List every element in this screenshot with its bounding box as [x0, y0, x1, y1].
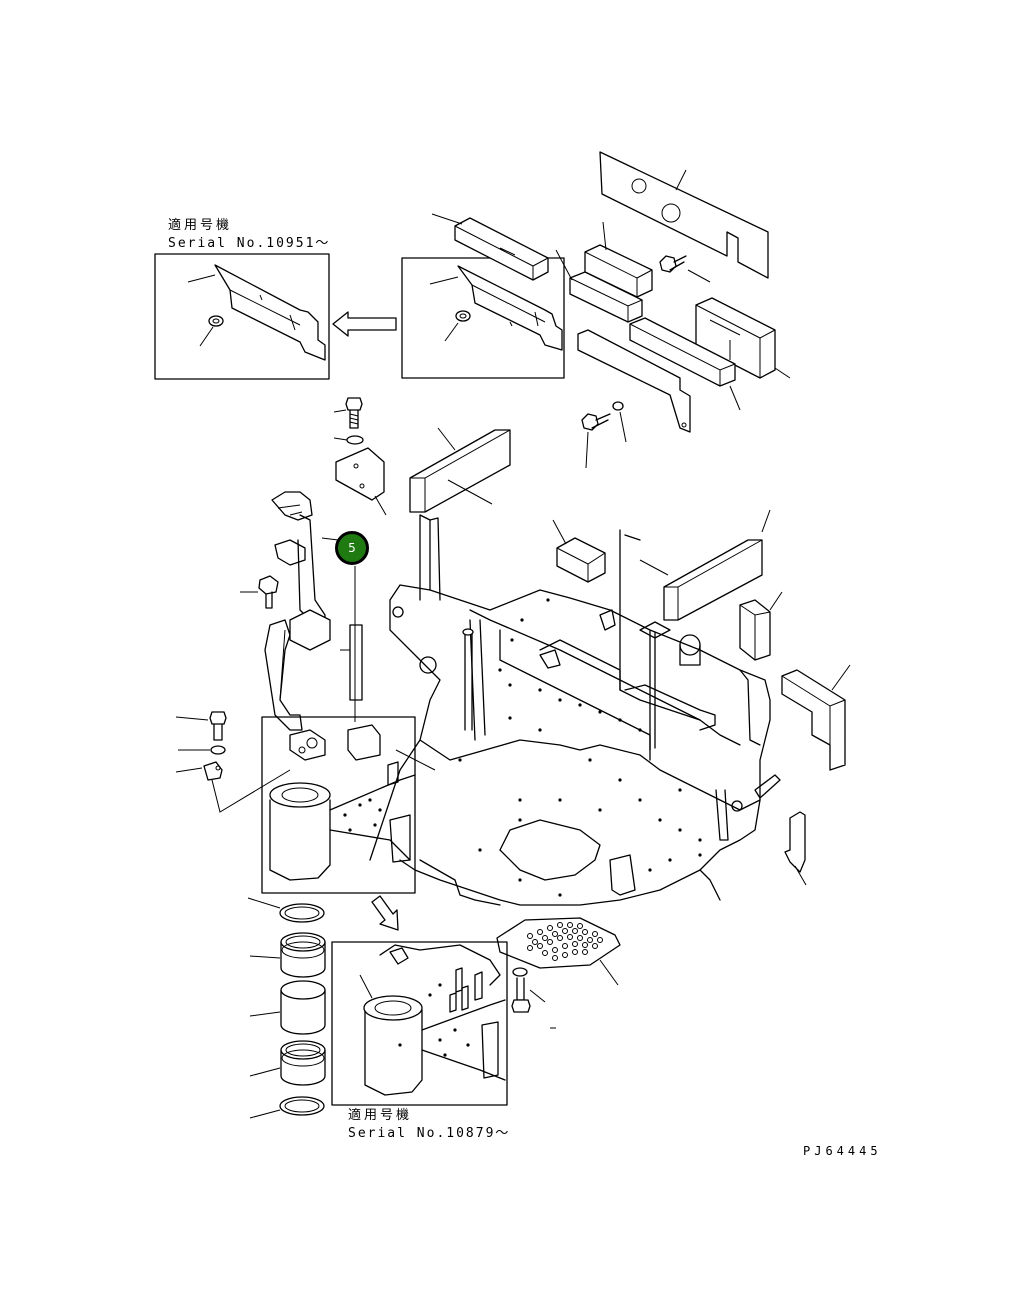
seal-ring-top — [247, 897, 325, 923]
inset-frame-bottom — [331, 941, 508, 1106]
foam-block-1 — [431, 213, 549, 281]
foam-block-left — [409, 427, 511, 513]
foam-strip-3 — [555, 249, 643, 323]
inset-top-serial: Serial No.10951～ — [168, 236, 331, 251]
bushing-top — [249, 932, 326, 978]
block-center — [552, 519, 606, 583]
pad-strip-bottom-right — [784, 811, 807, 886]
foam-block-right — [639, 509, 771, 621]
bolt-washer-clip-group — [175, 711, 291, 813]
bushing-bottom — [249, 1040, 326, 1086]
part-callout-5[interactable]: 5 — [335, 531, 369, 565]
arrow-down-right-icon — [371, 895, 399, 931]
foam-strip-5 — [629, 317, 741, 411]
bolt-mid — [581, 401, 627, 469]
bolt-mesh — [511, 967, 556, 1029]
bolt-left — [240, 575, 279, 609]
inset-frame-top-center — [401, 257, 565, 379]
inset-frame-top-left — [154, 253, 330, 380]
bolt-vertical — [333, 397, 364, 445]
mesh-cover — [496, 917, 621, 986]
inset-bottom-serial: Serial No.10879～ — [348, 1126, 511, 1141]
pipe-bracket — [264, 619, 303, 731]
pad-right-large — [781, 664, 851, 771]
revolving-frame — [369, 514, 771, 906]
bracket-strip — [577, 329, 691, 433]
drawing-code: PJ64445 — [803, 1144, 882, 1158]
hose-bracket — [289, 609, 331, 651]
bolt-upper — [659, 255, 711, 283]
mounting-plate — [335, 447, 387, 516]
rear-pillar-rods — [340, 624, 474, 731]
callout-number: 5 — [348, 541, 356, 555]
pad-right-small — [739, 591, 783, 661]
inset-frame-swing-bracket — [261, 716, 436, 894]
arrow-left-icon — [332, 311, 397, 337]
inset-bottom-title: 適用号機 — [348, 1108, 413, 1123]
inset-top-title: 適用号機 — [168, 218, 233, 233]
lever-right — [754, 774, 781, 799]
sleeve-center — [249, 980, 326, 1035]
seal-ring-bottom — [249, 1096, 325, 1119]
top-cover-plate — [599, 151, 769, 279]
